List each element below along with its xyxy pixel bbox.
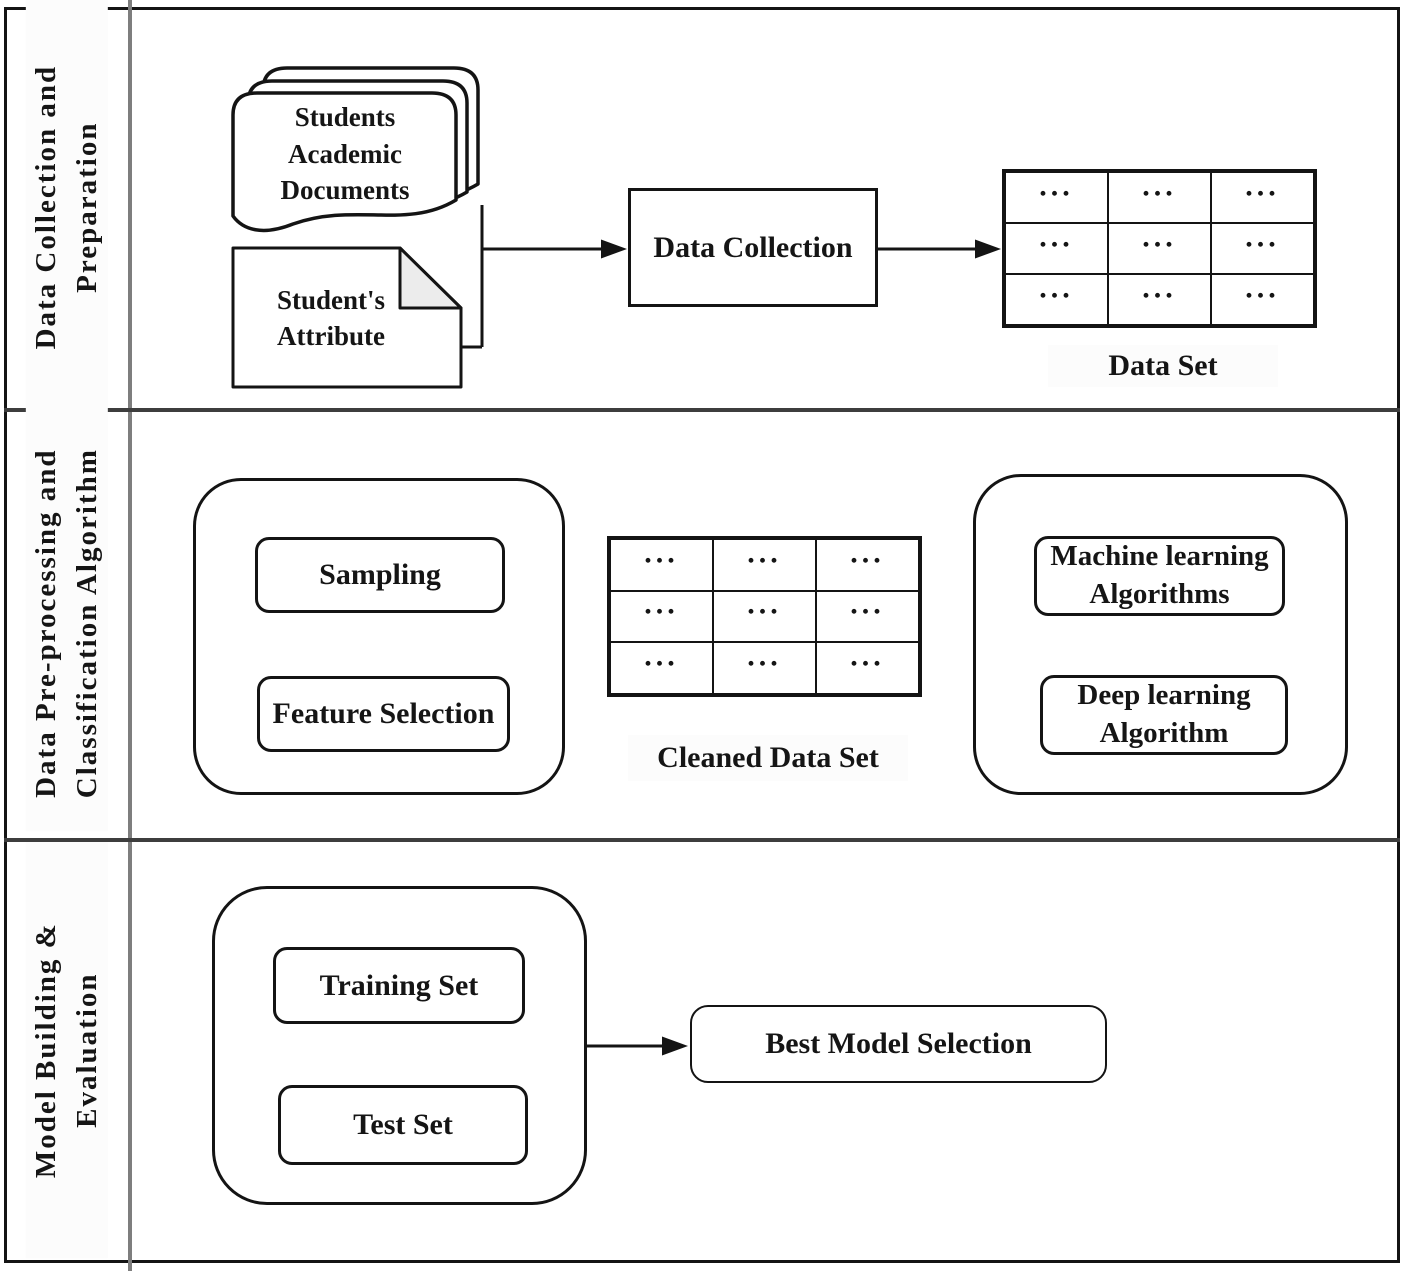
folded-document-icon [231, 246, 463, 389]
best-model-selection-label: Best Model Selection [765, 1027, 1032, 1060]
cleaned-dataset-grid: ... ... ... ... ... ... ... ... ... [607, 536, 922, 697]
dataset-grid-cell: ... [1211, 220, 1314, 274]
machine-learning-label: Machine learning Algorithms [1050, 540, 1269, 610]
dataset-grid-cell: ... [1211, 169, 1314, 223]
sidebar-divider-line [128, 0, 132, 1271]
dataset-grid-cell: ... [1005, 271, 1108, 325]
arrow-data-collection-to-dataset [878, 239, 1001, 259]
training-set-box: Training Set [273, 947, 525, 1024]
best-model-selection-box: Best Model Selection [690, 1005, 1107, 1083]
cleaned-grid-cell: ... [610, 536, 713, 591]
cleaned-grid-cell: ... [713, 588, 816, 643]
arrow-model-to-best-selection [587, 1036, 688, 1056]
documents-stack-icon [231, 66, 480, 233]
arrow-sources-to-data-collection [482, 239, 627, 259]
sampling-box: Sampling [255, 537, 505, 613]
dataset-grid-cell: ... [1211, 271, 1314, 325]
cleaned-grid-cell: ... [816, 588, 919, 643]
attribute-document-label: Student's Attribute [276, 284, 386, 351]
test-set-box: Test Set [278, 1085, 528, 1165]
cleaned-grid-cell: ... [816, 640, 919, 694]
dataset-label: Data Set [1048, 345, 1278, 387]
cleaned-grid-cell: ... [816, 536, 919, 591]
data-collection-label: Data Collection [653, 230, 853, 264]
section-divider-1 [4, 408, 1400, 412]
dataset-grid-cell: ... [1005, 220, 1108, 274]
feature-selection-label: Feature Selection [272, 697, 495, 730]
sampling-label: Sampling [319, 558, 441, 591]
deep-learning-box: Deep learning Algorithm [1040, 675, 1288, 755]
cleaned-dataset-label: Cleaned Data Set [628, 735, 908, 781]
cleaned-grid-cell: ... [610, 640, 713, 694]
deep-learning-label: Deep learning Algorithm [1077, 679, 1251, 749]
dataset-grid-cell: ... [1005, 169, 1108, 223]
section-divider-2 [4, 838, 1400, 842]
dataset-grid-cell: ... [1108, 271, 1211, 325]
feature-selection-box: Feature Selection [257, 676, 510, 752]
training-set-label: Training Set [319, 968, 479, 1002]
machine-learning-box: Machine learning Algorithms [1034, 536, 1285, 616]
dataset-grid: ... ... ... ... ... ... ... ... ... [1002, 169, 1317, 328]
data-collection-box: Data Collection [628, 188, 878, 307]
dataset-grid-cell: ... [1108, 169, 1211, 223]
sources-connector-line [461, 205, 484, 349]
documents-stack-label: Students Academic Documents [280, 102, 410, 206]
cleaned-grid-cell: ... [610, 588, 713, 643]
test-set-label: Test Set [353, 1108, 453, 1141]
figure-border [4, 7, 1400, 1263]
cleaned-grid-cell: ... [713, 536, 816, 591]
dataset-grid-cell: ... [1108, 220, 1211, 274]
cleaned-grid-cell: ... [713, 640, 816, 694]
